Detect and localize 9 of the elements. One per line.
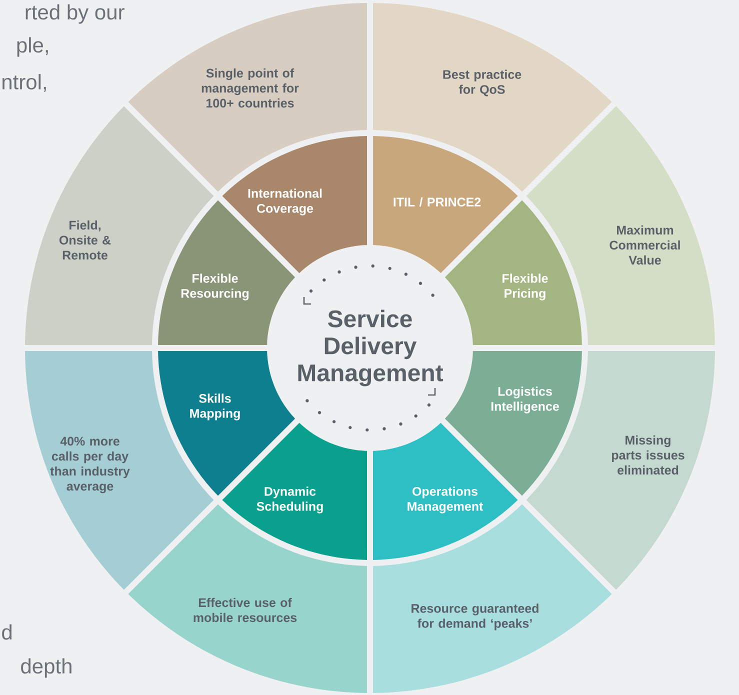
inner-segment: International Coverage (222, 136, 367, 274)
body-text: ntrol, (2, 74, 46, 92)
body-text: ple, (17, 37, 48, 57)
inner-segment: Operations Management (373, 422, 518, 560)
inner-segment: ITIL / PRINCE2 (373, 136, 518, 274)
body-text: d (2, 624, 12, 640)
outer-segment: Best practice for QoS (373, 3, 612, 192)
body-text: depth (21, 658, 72, 678)
inner-segment: Dynamic Scheduling (222, 422, 367, 560)
